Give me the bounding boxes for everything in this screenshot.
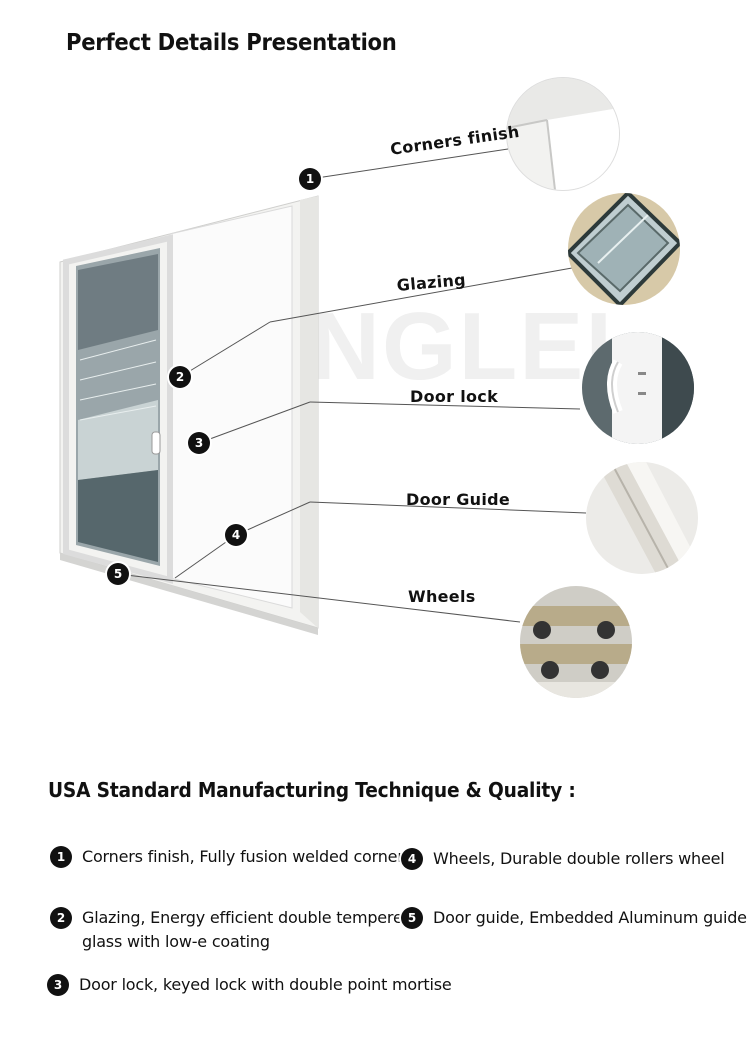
feature-glazing: 2 Glazing, Energy efficient double tempe… <box>50 905 413 957</box>
feature-badge: 4 <box>401 848 423 870</box>
feature-door-guide: 5 Door guide, Embedded Aluminum guide <box>401 905 753 931</box>
wheels-detail-image <box>520 586 632 698</box>
corners-detail-image <box>506 77 620 191</box>
feature-wheels: 4 Wheels, Durable double rollers wheel <box>401 846 751 872</box>
callout-label-wheels: Wheels <box>408 587 476 606</box>
door-handle <box>151 431 161 455</box>
callout-badge-4: 4 <box>225 524 247 546</box>
door-illustration <box>59 148 587 635</box>
feature-door-lock: 3 Door lock, keyed lock with double poin… <box>47 972 467 998</box>
feature-corners: 1 Corners finish, Fully fusion welded co… <box>50 844 404 870</box>
callout-label-door-lock: Door lock <box>410 387 499 406</box>
feature-text: Door lock, keyed lock with double point … <box>79 975 452 994</box>
section-title: USA Standard Manufacturing Technique & Q… <box>48 778 576 802</box>
callout-label-door-guide: Door Guide <box>406 490 511 509</box>
callout-badge-2: 2 <box>169 366 191 388</box>
feature-badge: 3 <box>47 974 69 996</box>
feature-text: Wheels, Durable double rollers wheel <box>433 849 725 868</box>
page-title: Perfect Details Presentation <box>66 30 397 56</box>
feature-text: Corners finish, Fully fusion welded corn… <box>82 847 404 866</box>
fixed-panel <box>169 205 293 609</box>
feature-text-line2: glass with low-e coating <box>82 932 270 951</box>
callout-badge-3: 3 <box>188 432 210 454</box>
glazing-detail-image <box>568 193 680 305</box>
feature-text: Door guide, Embedded Aluminum guide <box>433 908 747 927</box>
callout-badge-5: 5 <box>107 563 129 585</box>
feature-badge: 5 <box>401 907 423 929</box>
feature-badge: 1 <box>50 846 72 868</box>
door-lock-detail-image <box>582 332 694 444</box>
callout-badge-1: 1 <box>299 168 321 190</box>
feature-badge: 2 <box>50 907 72 929</box>
feature-text-line1: Glazing, Energy efficient double tempere… <box>82 908 413 927</box>
door-guide-detail-image <box>586 462 698 574</box>
